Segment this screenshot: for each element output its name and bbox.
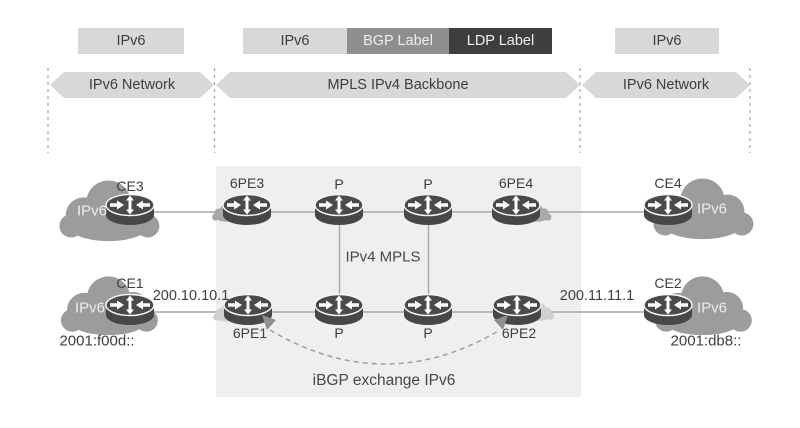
router-icon-ce3 [105,193,155,226]
ibgp-session-arrow [262,315,508,365]
label-ce1: CE1 [116,275,144,291]
label-ce4: CE4 [654,175,682,191]
router-icon-ce1 [105,293,155,326]
link-ip-6pe1: 200.10.10.1 [152,288,230,304]
router-icon-p-bottom-right [403,293,453,326]
cloud-label-top-left: IPv6 [76,202,108,220]
arrowhead-left-icon [262,315,276,330]
band-ipv6-network-left: IPv6 Network [50,72,214,98]
annotation-ibgp-exchange: iBGP exchange IPv6 [312,372,456,389]
label-6pe2: 6PE2 [501,325,537,341]
band-ipv6-network-right: IPv6 Network [582,72,750,98]
cloud-label-bottom-left: IPv6 [74,299,106,317]
legend-ldp-label: LDP Label [449,28,552,54]
prefix-bottom-left: 2001:f00d:: [59,332,135,350]
cloud-label-top-right: IPv6 [696,200,728,218]
label-6pe1: 6PE1 [232,325,268,341]
label-p-bottom-left: P [334,325,344,341]
label-6pe4: 6PE4 [498,175,534,191]
band-mpls-ipv4-backbone: MPLS IPv4 Backbone [216,72,580,98]
label-p-top-right: P [423,176,433,192]
arrowhead-right-icon [494,315,508,330]
zone-separator-dashed-lines [47,68,751,153]
legend-ipv6-right: IPv6 [615,28,719,54]
router-icon-p-top-right [403,193,453,226]
router-icon-p-bottom-left [314,293,364,326]
cloud-label-bottom-right: IPv6 [696,299,728,317]
router-icon-ce4 [643,193,693,226]
router-icon-ce2 [643,293,693,326]
router-icon-6pe3 [222,193,272,226]
label-6pe3: 6PE3 [229,175,265,191]
prefix-bottom-right: 2001:db8:: [670,332,742,350]
legend-bgp-label: BGP Label [347,28,449,54]
ibgp-dashed-curve [269,329,501,365]
label-p-top-left: P [334,176,344,192]
label-p-bottom-right: P [423,325,433,341]
label-ce2: CE2 [654,275,682,291]
legend-ipv6-mid: IPv6 [243,28,347,54]
label-ce3: CE3 [116,178,144,194]
legend-ipv6-left: IPv6 [78,28,184,54]
annotation-ipv4-mpls: IPv4 MPLS [345,248,421,266]
router-icon-6pe4 [491,193,541,226]
router-icon-p-top-left [314,193,364,226]
link-ip-6pe2: 200.11.11.1 [559,288,635,304]
